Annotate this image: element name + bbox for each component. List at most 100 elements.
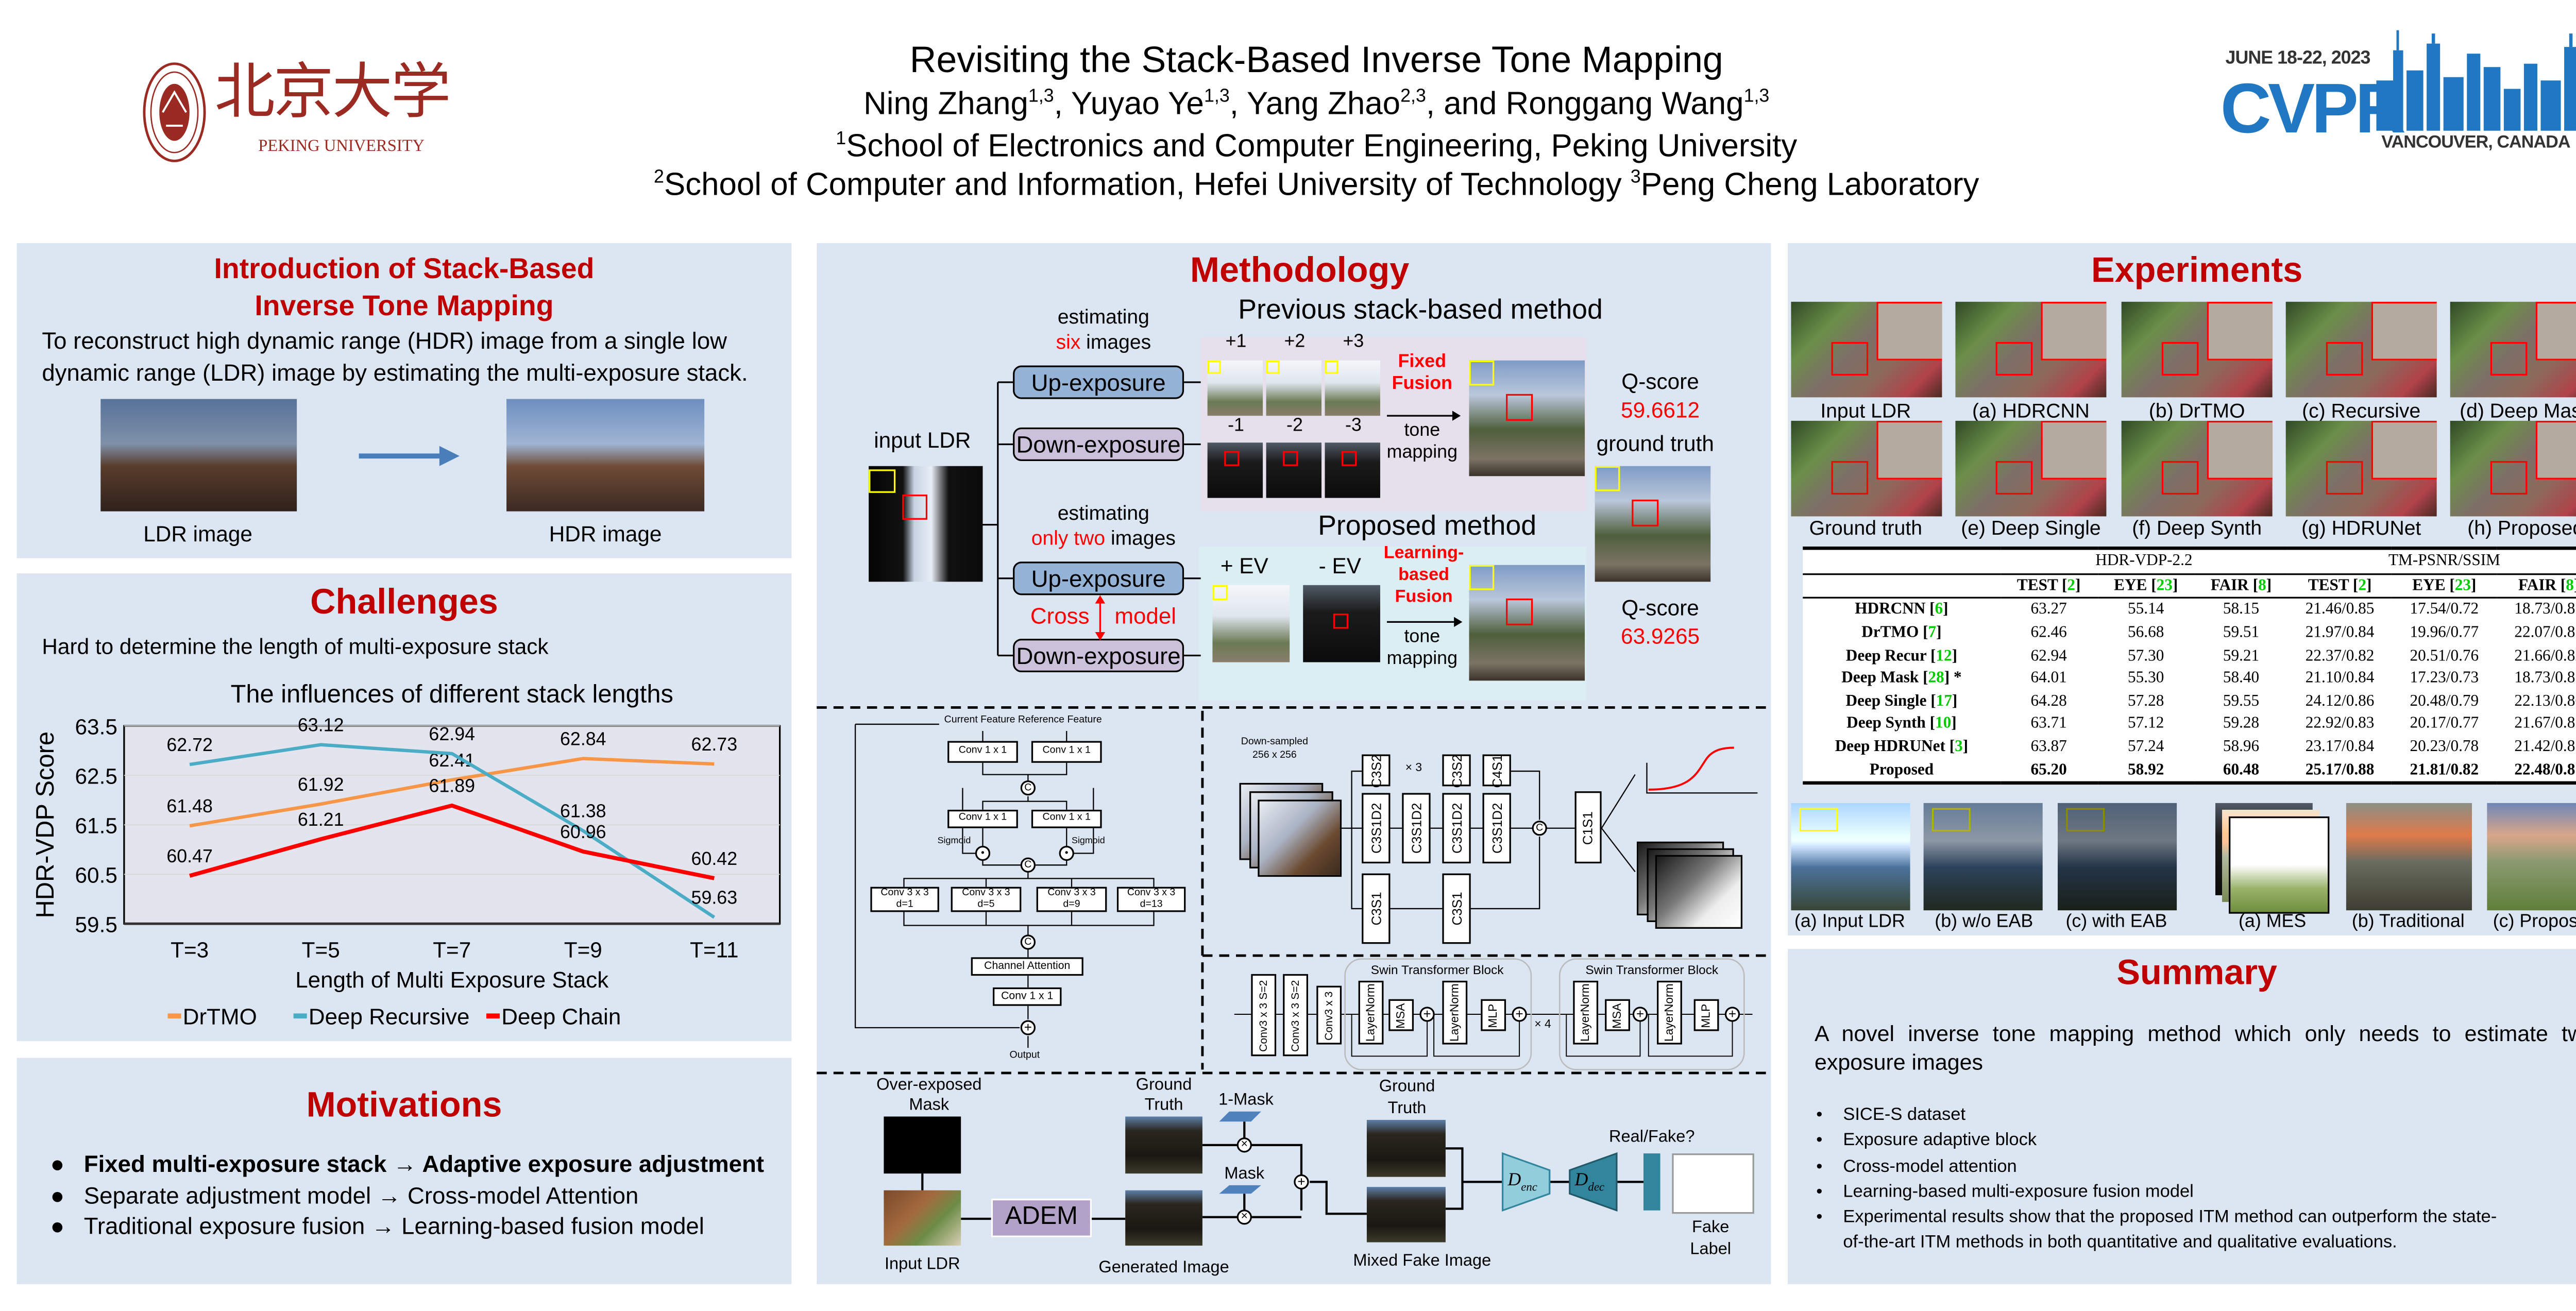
tone-mapping-label: tone <box>1404 627 1440 648</box>
zoom-inset <box>2207 420 2273 480</box>
table-cell: 22.13/0.86 <box>2514 692 2576 711</box>
tone-mapping-label: mapping <box>1386 442 1458 463</box>
mes-stack-image <box>2229 816 2330 914</box>
qscore-previous: 59.6612 <box>1621 397 1700 423</box>
fixed-fusion-label: Fusion <box>1392 373 1453 394</box>
summary-item: •Experimental results show that the prop… <box>1816 1207 2497 1228</box>
input-ldr-label: input LDR <box>874 427 971 453</box>
table-cell: 22.48/0.87 <box>2514 760 2576 779</box>
table-cell: 57.24 <box>2128 738 2164 756</box>
ablation-label: (a) MES <box>2238 912 2307 932</box>
tone-mapping-label: tone <box>1404 420 1440 441</box>
x-tick-label: T=5 <box>302 938 340 962</box>
sigmoid-label: Sigmoid <box>937 836 971 847</box>
ground-truth-label: Truth <box>1387 1099 1427 1118</box>
table-cell: 59.28 <box>2223 714 2260 734</box>
zoom-region-box <box>2161 342 2199 376</box>
up-exposure-block: Up-exposure <box>1013 561 1184 595</box>
comparison-image <box>1790 420 1941 517</box>
multiply-icon: × <box>1236 1137 1252 1153</box>
conv1x1-block: Conv 1 x 1 <box>1031 809 1102 828</box>
table-cell: 25.17/0.88 <box>2305 760 2375 779</box>
table-cell: 62.94 <box>2030 646 2067 665</box>
conv1x1-block: Conv 1 x 1 <box>947 809 1018 828</box>
cross-label: Cross <box>1030 603 1090 629</box>
table-cell: 18.73/0.81 <box>2514 601 2576 620</box>
data-label: 59.63 <box>691 888 738 908</box>
zoom-inset <box>2041 420 2107 480</box>
table-cell: 63.71 <box>2030 714 2067 734</box>
qscore-label: Q-score <box>1621 368 1699 394</box>
exposure-label: +1 <box>1225 332 1247 352</box>
zoom-region-box <box>2326 342 2363 376</box>
real-fake-label: Real/Fake? <box>1609 1128 1695 1147</box>
conv-block: Conv3 x 3 S=2 <box>1251 974 1277 1057</box>
table-cell: 64.01 <box>2030 669 2067 688</box>
method-name: Proposed <box>1869 760 1934 779</box>
table-cell: 21.67/0.83 <box>2514 714 2576 734</box>
author: Ronggang Wang1,3 <box>1505 87 1770 123</box>
layernorm-block: LayerNorm <box>1442 980 1468 1045</box>
y-tick-label: 61.5 <box>75 813 117 838</box>
method-name: Deep Single [17] <box>1845 692 1958 711</box>
learning-fusion-label: Fusion <box>1395 587 1453 607</box>
table-cell: 59.51 <box>2223 623 2260 642</box>
series-line-drtmo <box>189 757 715 828</box>
method-name: DrTMO [7] <box>1861 623 1942 642</box>
one-minus-mask-label: 1-Mask <box>1218 1091 1274 1110</box>
zoom-inset <box>2535 301 2576 361</box>
ablation-label: (b) w/o EAB <box>1935 912 2033 932</box>
data-label: 60.47 <box>166 846 213 866</box>
zoom-region-box <box>1830 461 1868 495</box>
output-conv-block: C1S1 <box>1574 791 1602 864</box>
conv-block: C3S1D2 <box>1362 793 1391 864</box>
table-cell: 22.92/0.83 <box>2305 714 2375 734</box>
affiliation-1: 1School of Electronics and Computer Engi… <box>836 129 1798 165</box>
author-list: Ning Zhang1,3, Yuyao Ye1,3, Yang Zhao2,3… <box>863 87 1770 123</box>
conv1x1-block: Conv 1 x 1 <box>993 987 1062 1006</box>
y-tick-label: 62.5 <box>75 764 117 788</box>
column-header: EYE [23] <box>2114 576 2178 595</box>
input-ldr-image <box>884 1190 961 1246</box>
add-icon: + <box>1512 1007 1527 1022</box>
conv1x1-block: Conv 1 x 1 <box>947 741 1018 763</box>
zoom-region-box <box>1995 342 2033 376</box>
channel-attention-block: Channel Attention <box>971 957 1083 976</box>
x-axis-label: Length of Multi Exposure Stack <box>295 967 609 993</box>
learning-fusion-label: based <box>1398 565 1449 585</box>
intro-body-line-1: To reconstruct high dynamic range (HDR) … <box>42 327 727 354</box>
proposed-result-image <box>1469 565 1585 681</box>
affiliation-2-3: 2School of Computer and Information, Hef… <box>654 167 1979 203</box>
intro-body-line-2: dynamic range (LDR) image by estimating … <box>42 359 748 386</box>
table-cell: 58.40 <box>2223 669 2260 688</box>
comparison-label: Ground truth <box>1809 516 1922 540</box>
challenges-text: Hard to determine the length of multi-ex… <box>42 634 549 659</box>
data-label: 61.89 <box>429 776 475 796</box>
method-name: Deep Recur [12] <box>1845 646 1958 665</box>
ldr-image-label: LDR image <box>143 521 252 547</box>
comparison-label: Input LDR <box>1820 399 1911 423</box>
column-header: TEST [2] <box>2308 576 2372 595</box>
generated-image <box>1125 1190 1202 1246</box>
data-label: 61.38 <box>560 801 606 822</box>
concat-icon: C <box>1020 857 1036 873</box>
x-tick-label: T=7 <box>433 938 471 962</box>
zoom-region-box <box>2326 461 2363 495</box>
tone-mapping-label: mapping <box>1386 649 1458 669</box>
mlp-block: MLP <box>1481 999 1506 1031</box>
ground-truth-image <box>1366 1120 1446 1177</box>
table-cell: 57.28 <box>2128 692 2164 711</box>
learning-fusion-label: Learning- <box>1383 543 1464 564</box>
table-column-header: TEST [2]EYE [23]FAIR [8]TEST [2]EYE [23]… <box>1803 573 2576 598</box>
ablation-label: (a) Input LDR <box>1794 912 1905 932</box>
ablation-label: (b) Traditional <box>2351 912 2465 932</box>
author: Ning Zhang1,3, <box>863 87 1071 123</box>
up-exposure-thumbnail <box>1207 360 1263 416</box>
intro-title-line-2: Inverse Tone Mapping <box>255 290 554 322</box>
table-cell: 58.96 <box>2223 738 2260 756</box>
minus-ev-label: - EV <box>1318 553 1361 578</box>
ground-truth-label: Ground <box>1379 1078 1435 1097</box>
